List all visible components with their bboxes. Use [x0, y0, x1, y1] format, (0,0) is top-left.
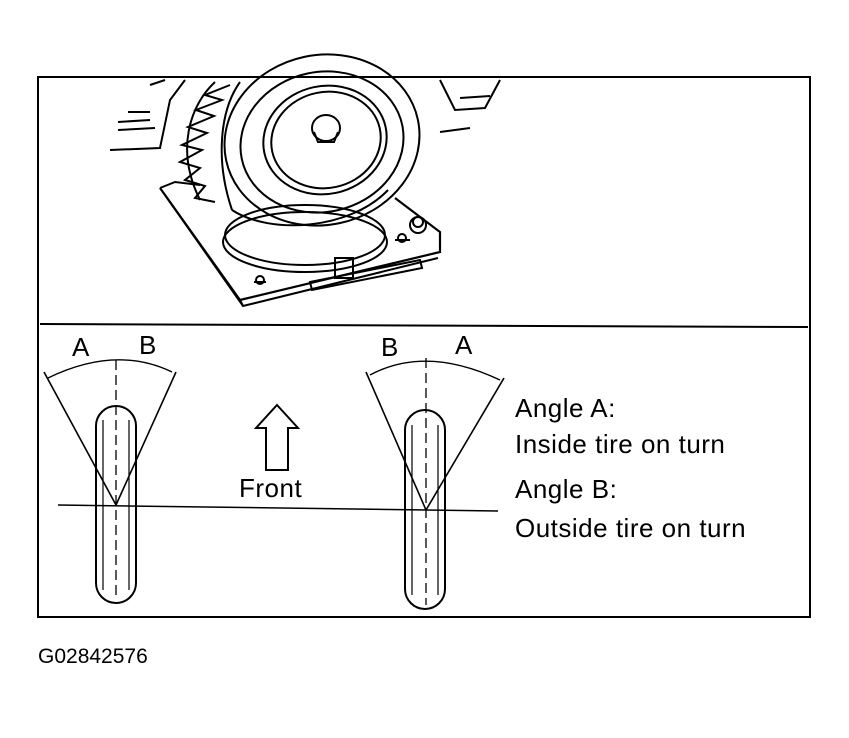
- right-wheel-diagram: [365, 358, 505, 610]
- axle-line: [57, 504, 499, 512]
- right-angle-a-label: A: [455, 330, 473, 360]
- figure-id: G02842576: [38, 645, 148, 668]
- figure-frame: [37, 76, 811, 618]
- left-angle-b-label: B: [139, 330, 156, 360]
- left-wheel-diagram: [43, 359, 177, 604]
- angle-a-title: Angle A:: [515, 393, 616, 423]
- right-angle-b-label: B: [381, 332, 398, 362]
- front-label: Front: [239, 473, 302, 503]
- front-arrow-icon: [253, 403, 301, 471]
- angle-b-title: Angle B:: [515, 474, 617, 504]
- left-angle-a-label: A: [72, 332, 90, 362]
- angle-a-description: Inside tire on turn: [515, 429, 725, 459]
- tire-on-turntable-illustration: [109, 53, 501, 308]
- angle-b-description: Outside tire on turn: [515, 513, 746, 543]
- section-divider: [39, 323, 809, 328]
